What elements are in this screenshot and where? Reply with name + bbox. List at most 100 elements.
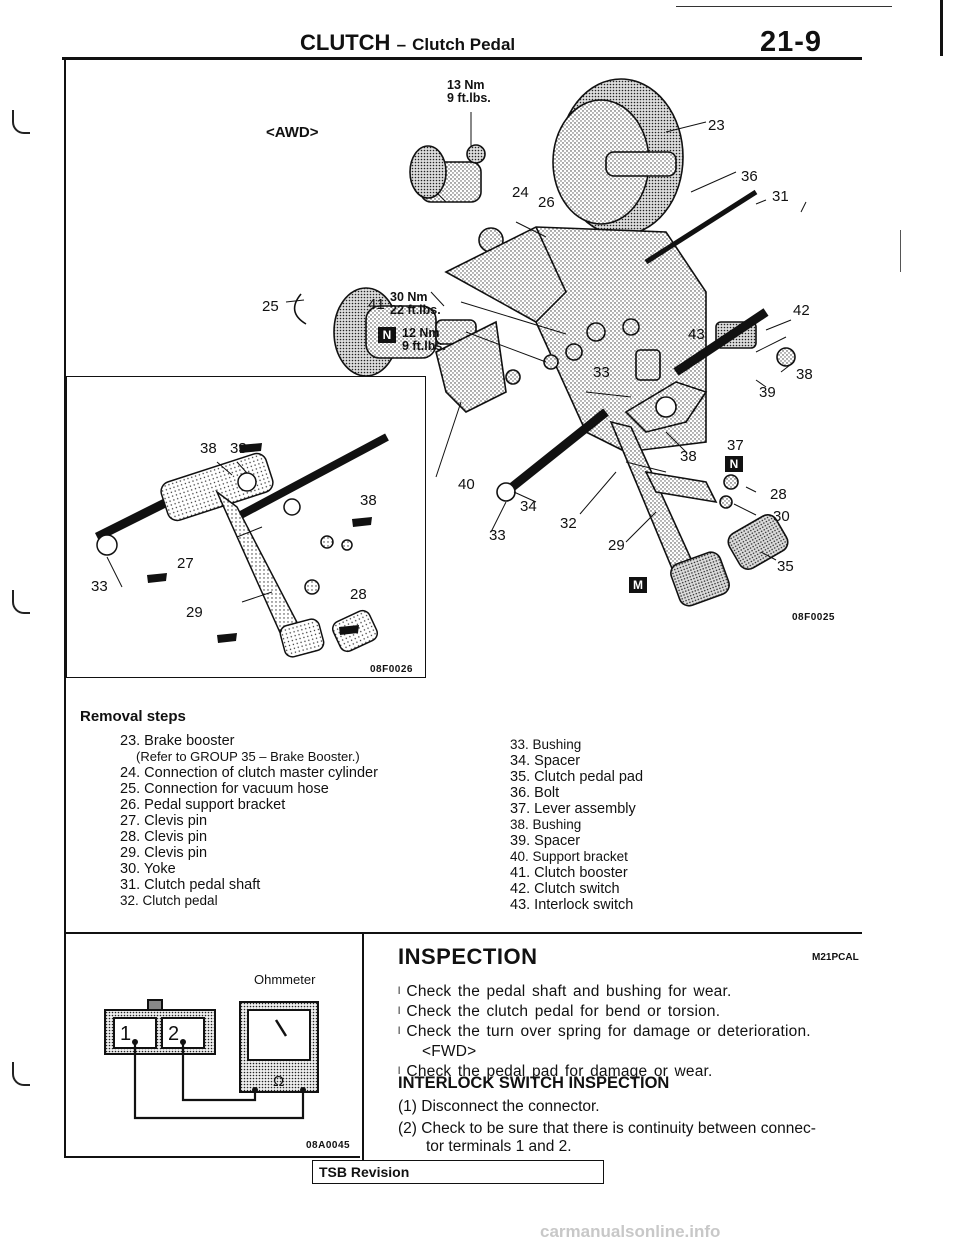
ref-number: 42 [793, 302, 810, 319]
ohm-symbol: Ω [273, 1073, 285, 1090]
ref-number: 35 [777, 558, 794, 575]
interlock-step: (1) Disconnect the connector. [398, 1098, 600, 1115]
inset-ref-number: 33 [230, 440, 247, 457]
torque-ftlbs: 22 ft.lbs. [390, 303, 441, 317]
inset-ref-number: 27 [177, 555, 194, 572]
top-right-rule [676, 6, 892, 7]
torque-ftlbs: 9 ft.lbs. [447, 91, 491, 105]
inset-ref-number: 33 [91, 578, 108, 595]
inset-ref-number: 28 [350, 586, 367, 603]
terminal-2-label: 2 [168, 1023, 180, 1045]
ref-number: 34 [520, 498, 537, 515]
parts-drawing [293, 78, 796, 607]
bullet-icon: l [398, 1066, 401, 1078]
tsb-revision-box: TSB Revision [312, 1160, 604, 1184]
watermark: carmanualsonline.info [540, 1222, 721, 1241]
ref-number: 23 [708, 117, 725, 134]
figure-code-ohmmeter: 08A0045 [306, 1140, 351, 1151]
inspection-item: l Check the pedal shaft and bushing for w… [398, 982, 868, 1002]
removal-step: 24. Connection of clutch master cylinder [120, 765, 378, 781]
ref-number: 24 [512, 184, 529, 201]
inset-ref-number: 38 [200, 440, 217, 457]
inspection-code: M21PCAL [812, 952, 859, 963]
torque-nm: 13 Nm [447, 78, 485, 92]
inspection-item-text: Check the pedal shaft and bushing for we… [406, 983, 732, 1001]
inspection-item-text: Check the pedal pad for damage or wear. [406, 1063, 713, 1081]
ref-number: 43 [688, 326, 705, 343]
removal-step: 40. Support bracket [510, 849, 628, 864]
removal-step: 39. Spacer [510, 833, 581, 849]
ref-number: 36 [741, 168, 758, 185]
removal-step: 23. Brake booster [120, 733, 235, 749]
removal-step: 28. Clevis pin [120, 829, 208, 845]
ref-number: 26 [538, 194, 555, 211]
subsection-title: Clutch Pedal [412, 35, 516, 54]
ref-number: 39 [759, 384, 776, 401]
torque-spec-mid: 30 Nm 22 ft.lbs. [390, 291, 441, 317]
removal-step: 31. Clutch pedal shaft [120, 877, 261, 893]
ref-number: 29 [608, 537, 625, 554]
removal-step: 34. Spacer [510, 753, 581, 769]
ref-number: 31 [772, 188, 789, 205]
footer-rule [64, 1156, 360, 1158]
inset-illustration [94, 433, 389, 658]
removal-step: 25. Connection for vacuum hose [120, 781, 329, 797]
inspection-item-text: Check the turn over spring for damage or… [406, 1023, 811, 1041]
removal-step: 42. Clutch switch [510, 881, 620, 897]
ohmmeter-label: Ohmmeter [254, 972, 316, 987]
ref-number: 37 [727, 437, 744, 454]
figure-code-main: 08F0025 [792, 612, 835, 623]
section-divider [66, 932, 862, 934]
removal-step: 27. Clevis pin [120, 813, 208, 829]
ref-number: 38 [680, 448, 697, 465]
inspection-heading: INSPECTION [398, 944, 538, 969]
removal-step: 26. Pedal support bracket [120, 797, 286, 813]
ref-number: 33 [593, 364, 610, 381]
removal-step: 41. Clutch booster [510, 865, 628, 881]
removal-step-note: (Refer to GROUP 35 – Brake Booster.) [136, 749, 360, 764]
removal-step: 30. Yoke [120, 861, 176, 877]
m-mark-badge: M [629, 577, 647, 593]
removal-step: 43. Interlock switch [510, 897, 634, 913]
interlock-steps: (1) Disconnect the connector. (2) Check … [398, 1098, 868, 1156]
interlock-step: (2) Check to be sure that there is conti… [398, 1120, 816, 1137]
ref-number: 28 [770, 486, 787, 503]
variant-label-awd: <AWD> [266, 124, 319, 141]
removal-step: 32. Clutch pedal [120, 893, 218, 908]
inset-ref-number: 38 [360, 492, 377, 509]
removal-step: 36. Bolt [510, 785, 560, 801]
ref-number: 32 [560, 515, 577, 532]
inspection-item: l Check the pedal pad for damage or wear. [398, 1062, 868, 1082]
terminal-1-label: 1 [120, 1023, 132, 1045]
ohmmeter-diagram [104, 999, 319, 1120]
page-number: 21-9 [760, 26, 823, 58]
page-title: CLUTCH – Clutch Pedal [300, 30, 515, 56]
binding-rule [940, 0, 943, 56]
inspection-item-text: Check the clutch pedal for bend or torsi… [406, 1003, 721, 1021]
ref-number: 41 [368, 296, 385, 313]
torque-nm: 30 Nm [390, 290, 428, 304]
n-mark-badge: N [725, 456, 743, 472]
bullet-icon: l [398, 1026, 401, 1038]
section-title: CLUTCH [300, 30, 391, 55]
torque-spec-low: 12 Nm 9 ft.lbs. [402, 327, 446, 353]
removal-step: 35. Clutch pedal pad [510, 769, 644, 785]
variant-label-fwd: <FWD> [422, 1043, 477, 1061]
inset-figure [66, 376, 426, 678]
removal-steps-heading: Removal steps [80, 708, 186, 725]
margin-mark [900, 230, 901, 272]
removal-step: 37. Lever assembly [510, 801, 636, 817]
bullet-icon: l [398, 986, 401, 997]
ref-number: 30 [773, 508, 790, 525]
inspection-item: l Check the turn over spring for damage o… [398, 1022, 868, 1042]
interlock-step-continuation: tor terminals 1 and 2. [426, 1138, 572, 1155]
left-margin-rule [64, 60, 66, 1156]
header-rule [62, 57, 862, 60]
exploded-view-illustration [285, 78, 807, 607]
figure-code-inset: 08F0026 [370, 664, 413, 675]
removal-step: 29. Clevis pin [120, 845, 208, 861]
inspection-list: l Check the pedal shaft and bushing for w… [398, 982, 868, 1082]
inset-ref-number: 29 [186, 604, 203, 621]
removal-list-right: 33. Bushing 34. Spacer 35. Clutch pedal … [510, 737, 643, 913]
